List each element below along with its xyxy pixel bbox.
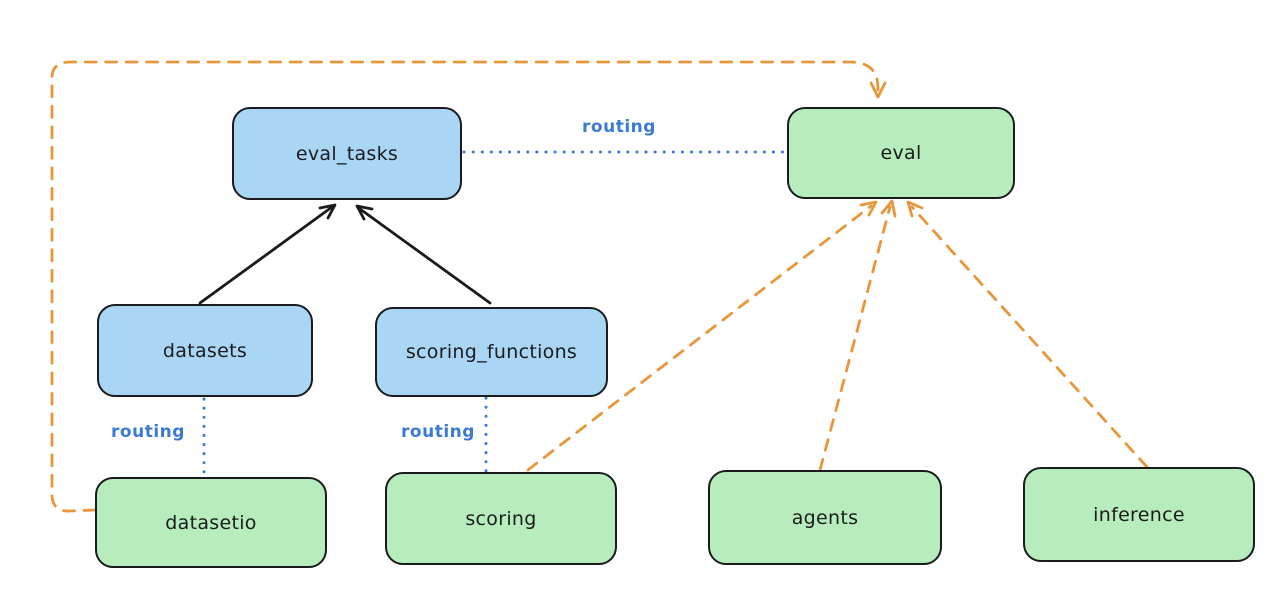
node-scoring-functions: scoring_functions: [375, 307, 608, 397]
node-datasetio: datasetio: [95, 477, 327, 568]
arrowhead-scoring-functions-to-eval-tasks: [355, 204, 374, 221]
node-datasets: datasets: [97, 304, 313, 397]
node-eval-tasks-label: eval_tasks: [295, 142, 399, 165]
node-datasetio-label: datasetio: [165, 511, 257, 534]
node-agents-label: agents: [791, 506, 859, 529]
routing-label-eval-tasks-eval: routing: [582, 117, 656, 137]
arrowhead-datasetio-to-eval: [869, 81, 887, 99]
node-eval-label: eval: [880, 142, 922, 164]
routing-label-datasets-datasetio: routing: [111, 422, 185, 442]
node-scoring-functions-label: scoring_functions: [405, 341, 578, 363]
edge-agents-to-eval: [818, 205, 892, 472]
node-inference: inference: [1023, 467, 1255, 562]
node-agents: agents: [708, 470, 942, 565]
node-scoring: scoring: [385, 472, 617, 565]
node-eval-tasks: eval_tasks: [232, 107, 462, 200]
edge-scoring-functions-to-eval-tasks: [358, 207, 492, 305]
node-scoring-label: scoring: [465, 507, 537, 530]
node-datasets-label: datasets: [162, 339, 248, 362]
edge-scoring-to-eval: [526, 204, 873, 472]
arrowhead-datasets-to-eval-tasks: [318, 203, 337, 220]
arrowhead-agents-to-eval: [880, 199, 897, 218]
node-inference-label: inference: [1093, 503, 1185, 526]
edge-inference-to-eval: [910, 205, 1149, 469]
edge-datasets-to-eval-tasks: [198, 205, 334, 305]
arrowhead-scoring-to-eval: [859, 200, 878, 217]
edge-datasetio-to-eval: [50, 60, 880, 513]
node-eval: eval: [787, 107, 1015, 199]
arrowhead-inference-to-eval: [906, 200, 924, 218]
routing-label-scoring-functions-scoring: routing: [401, 422, 475, 442]
